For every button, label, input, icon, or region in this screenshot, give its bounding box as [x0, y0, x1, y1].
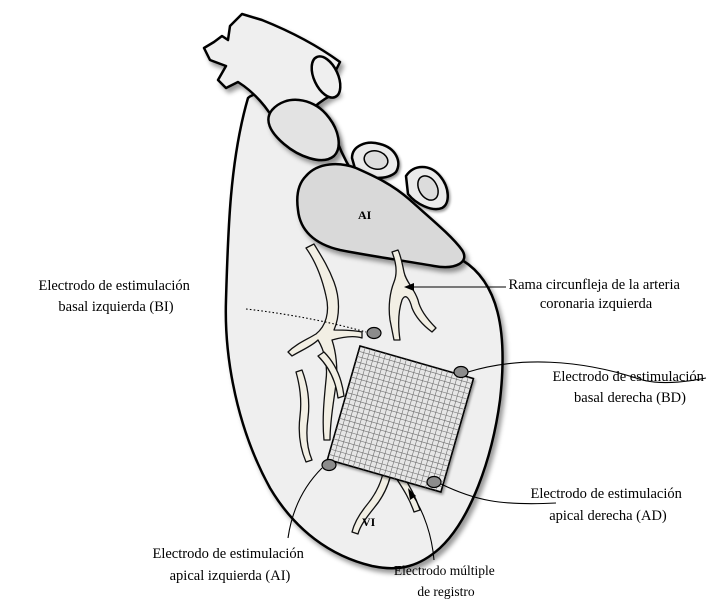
basal-right-label-line-1: Electrodo de estimulación	[552, 369, 704, 385]
apical-left-label-line-1: Electrodo de estimulación	[152, 546, 304, 562]
left-atrium-label: AI	[358, 208, 372, 222]
circumflex-label-line-2: coronaria izquierda	[540, 296, 653, 312]
basal-left-label-line-2: basal izquierda (BI)	[58, 299, 173, 315]
basal-left-electrode	[367, 328, 381, 339]
multi-electrode-label-line-1: Electrodo múltiple	[394, 563, 495, 578]
circumflex-label-line-1: Rama circunfleja de la arteria	[508, 277, 680, 293]
multi-electrode-label: Electrodo múltiple de registro	[394, 563, 498, 599]
basal-right-label-line-2: basal derecha (BD)	[574, 390, 686, 406]
left-ventricle-label: VI	[362, 515, 376, 529]
apical-left-label-line-2: apical izquierda (AI)	[170, 568, 291, 584]
apical-right-label-line-1: Electrodo de estimulación	[530, 486, 682, 502]
basal-right-electrode	[454, 367, 468, 378]
apical-right-electrode	[427, 477, 441, 488]
apical-right-label-line-2: apical derecha (AD)	[549, 508, 667, 524]
basal-left-label-line-1: Electrodo de estimulación	[38, 278, 190, 294]
multi-electrode-label-line-2: de registro	[417, 584, 475, 599]
circumflex-label: Rama circunfleja de la arteria coronaria…	[508, 277, 683, 312]
basal-right-label: Electrodo de estimulación basal derecha …	[552, 369, 707, 406]
basal-left-label: Electrodo de estimulación basal izquierd…	[38, 278, 193, 315]
apical-right-label: Electrodo de estimulación apical derecha…	[530, 486, 685, 524]
apical-left-electrode	[322, 460, 336, 471]
apical-left-label: Electrodo de estimulación apical izquier…	[152, 546, 307, 584]
